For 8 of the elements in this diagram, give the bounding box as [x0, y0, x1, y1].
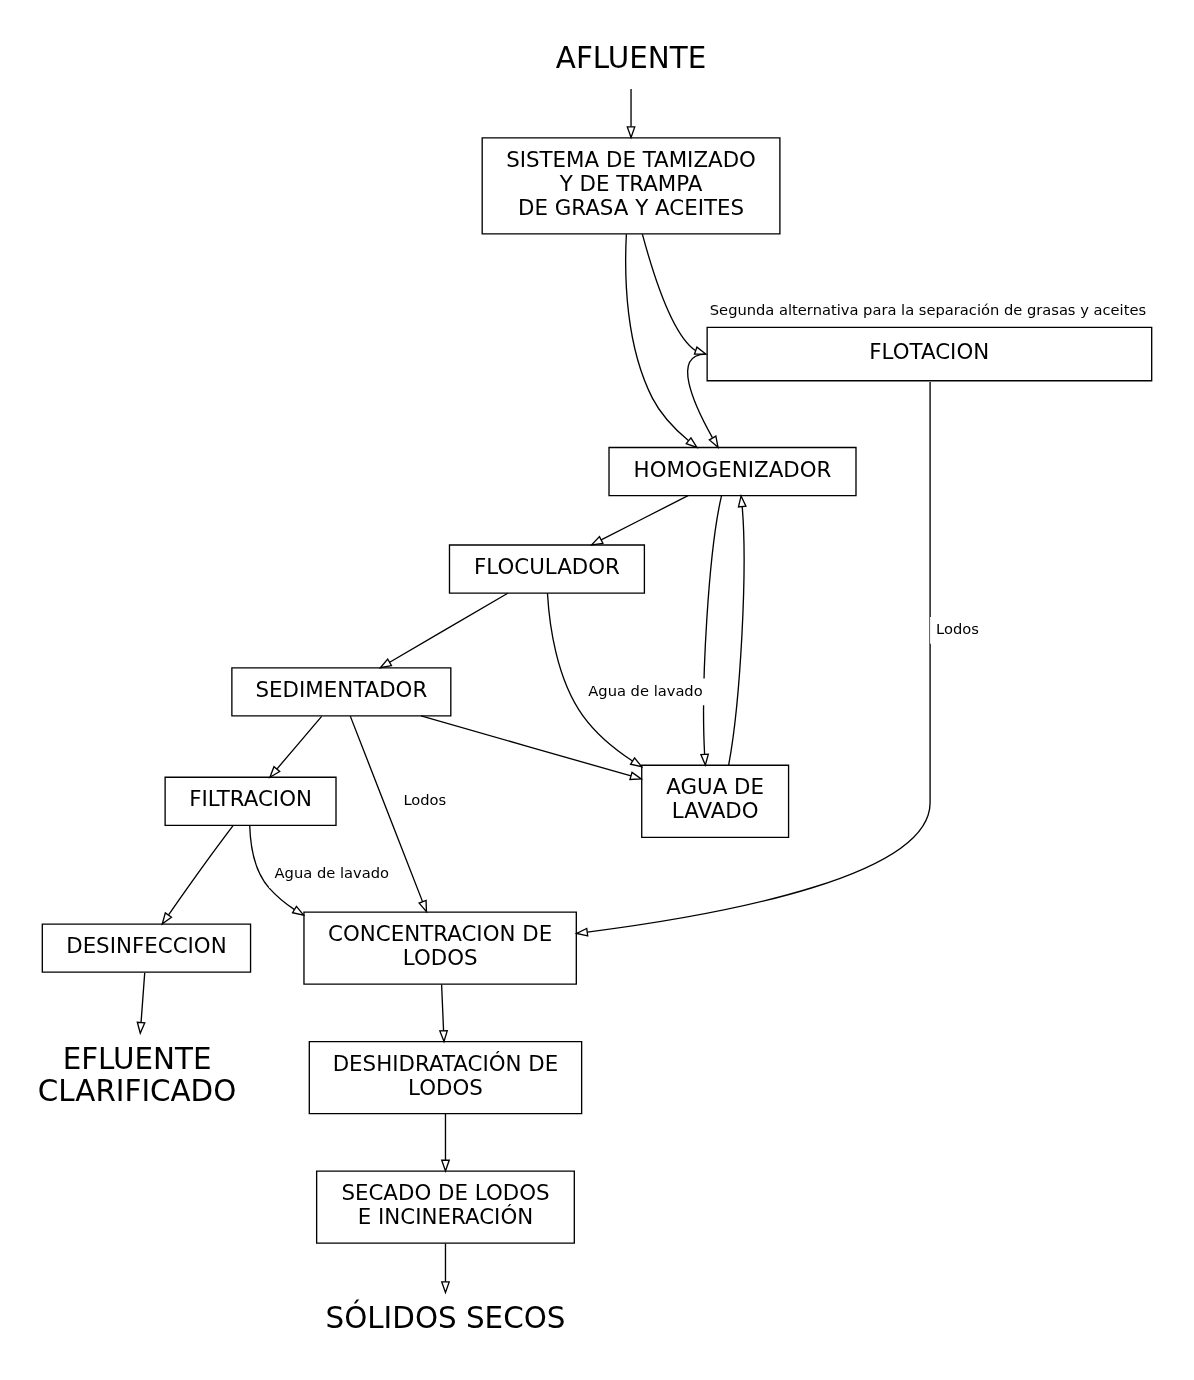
edge-label: Lodos [936, 619, 979, 637]
node-label: Segunda alternativa para la separación de grasas y aceites [709, 300, 1147, 318]
edge-label: Agua de lavado [274, 863, 389, 881]
node-text: EFLUENTE CLARIFICADO [37, 1041, 237, 1108]
edge-label: Agua de lavado [588, 681, 703, 699]
node-text: SÓLIDOS SECOS [325, 1300, 566, 1335]
node-text: AFLUENTE [555, 40, 707, 75]
edge-label: Lodos [403, 790, 447, 808]
